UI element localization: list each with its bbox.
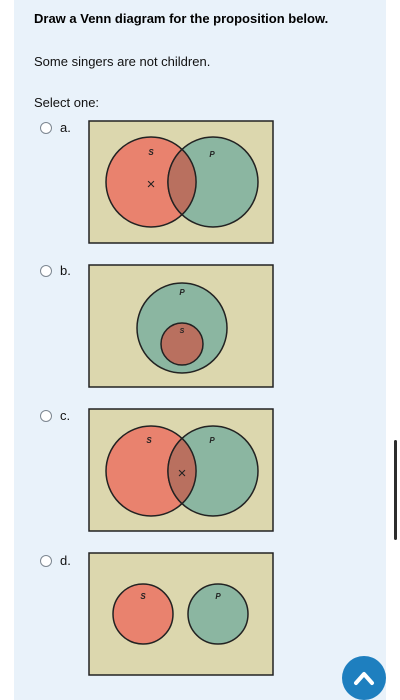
chevron-up-icon <box>354 672 374 685</box>
option-d-venn-diagram[interactable]: S P <box>88 552 274 676</box>
back-to-top-button[interactable] <box>342 656 386 700</box>
option-b-venn-diagram[interactable]: P S <box>88 264 274 388</box>
scrollbar-thumb[interactable] <box>394 440 397 540</box>
option-c-radio[interactable] <box>40 410 52 422</box>
option-c-venn-diagram[interactable]: S P × <box>88 408 274 532</box>
option-a-label[interactable]: a. <box>60 120 71 135</box>
x-marker: × <box>147 176 156 193</box>
circle-s-label: S <box>140 592 146 601</box>
x-marker: × <box>178 465 187 482</box>
circle-s <box>160 322 204 366</box>
option-d-label[interactable]: d. <box>60 553 71 568</box>
circle-p-label: P <box>209 436 215 445</box>
option-b-label[interactable]: b. <box>60 263 71 278</box>
circle-p <box>187 583 249 645</box>
overlap-region <box>167 148 197 216</box>
select-one-label: Select one: <box>34 95 100 110</box>
option-d-radio[interactable] <box>40 555 52 567</box>
circle-p-label: P <box>215 592 221 601</box>
circle-s-label: S <box>180 328 185 335</box>
circle-s-label: S <box>146 436 152 445</box>
option-a-venn-diagram[interactable]: S P × <box>88 120 274 244</box>
circle-s-label: S <box>148 148 154 157</box>
circle-s <box>112 583 174 645</box>
proposition-text: Some singers are not children. <box>34 54 211 69</box>
option-b-radio[interactable] <box>40 265 52 277</box>
overlap-region <box>167 437 197 505</box>
circle-p-label: P <box>209 150 215 159</box>
option-a-radio[interactable] <box>40 122 52 134</box>
option-c-label[interactable]: c. <box>60 408 71 423</box>
circle-p-label: P <box>179 288 185 297</box>
question-text: Draw a Venn diagram for the proposition … <box>34 11 329 26</box>
